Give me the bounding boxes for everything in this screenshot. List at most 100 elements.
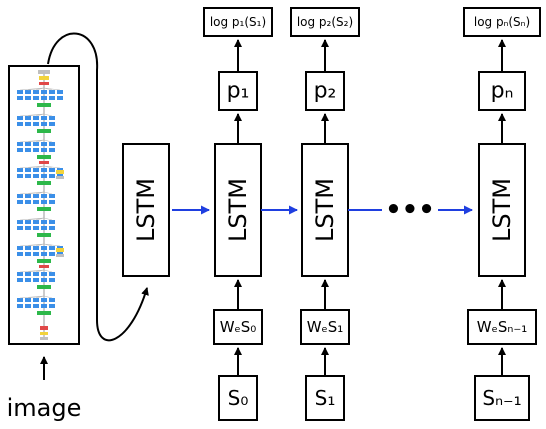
cnn-branch-block [17,304,23,308]
cnn-branch-block [49,122,55,126]
cnn-branch-block [25,304,31,308]
cnn-edge [35,191,45,195]
lstm-box [122,143,170,277]
cnn-branch-block [41,90,47,94]
cnn-fc-block [40,332,48,335]
cnn-edge [27,243,45,247]
cnn-branch-block [17,174,23,178]
cnn-edge [35,243,45,247]
cnn-branch-block [33,278,39,282]
cnn-branch-block [25,220,31,224]
embedding-box [467,309,537,345]
cnn-branch-block [33,220,39,224]
cnn-branch-block [57,96,63,100]
word-box [474,375,530,421]
cnn-conv-block [39,76,49,80]
cnn-branch-block [41,148,47,152]
cnn-branch-block [41,226,47,230]
cnn-branch-block [25,194,31,198]
cnn-branch-block [49,116,55,120]
cnn-branch-block [17,278,23,282]
cnn-branch-block [41,96,47,100]
cnn-branch-block [49,252,55,256]
cnn-edge [35,165,45,169]
cnn-branch-block [49,246,55,250]
cnn-branch-block [49,174,55,178]
cnn-edge [43,269,53,273]
cnn-input-block [38,70,50,74]
cnn-branch-block [25,298,31,302]
cnn-branch-block [17,96,23,100]
cnn-edge [43,217,53,221]
cnn-concat-block [37,233,51,237]
cnn-branch-block [49,194,55,198]
lstm-label: LSTM [132,178,160,242]
cnn-branch-block [41,278,47,282]
cnn-pool-block [39,265,49,268]
cnn-branch-block [33,252,39,256]
cnn-edge [35,269,45,273]
cnn-pool-block [39,161,49,164]
cnn-branch-block [17,220,23,224]
cnn-branch-block [49,220,55,224]
lstm-label: LSTM [224,178,252,242]
embedding-label: WₑS₁ [307,318,344,336]
embedding-label: WₑSₙ₋₁ [477,318,528,336]
cnn-branch-block [33,90,39,94]
cnn-branch-block [33,174,39,178]
cnn-concat-block [37,181,51,185]
cnn-branch-block [33,304,39,308]
cnn-image-panel [8,65,80,345]
lstm-box [478,143,526,277]
prob-box [305,71,345,111]
cnn-branch-block [41,220,47,224]
word-label: S₁ [315,386,336,410]
cnn-aux-block [56,170,64,174]
cnn-branch-block [17,200,23,204]
cnn-branch-block [17,148,23,152]
cnn-branch-block [17,226,23,230]
cnn-concat-block [37,207,51,211]
cnn-branch-block [41,304,47,308]
cnn-branch-block [25,200,31,204]
cnn-branch-block [41,246,47,250]
cnn-branch-block [49,272,55,276]
cnn-branch-block [33,272,39,276]
cnn-pool-block [40,326,48,330]
logp-box [203,7,273,37]
cnn-concat-block [37,311,51,315]
cnn-branch-block [33,168,39,172]
cnn-concat-block [37,155,51,159]
cnn-branch-block [25,168,31,172]
prob-box [478,71,526,111]
cnn-edge [27,113,45,117]
cnn-branch-block [49,226,55,230]
cnn-output-block [40,337,48,340]
word-box [305,375,345,421]
cnn-branch-block [33,148,39,152]
cnn-branch-block [25,148,31,152]
cnn-branch-block [17,298,23,302]
cnn-branch-block [41,174,47,178]
cnn-pool-block [39,82,49,85]
cnn-branch-block [17,168,23,172]
cnn-branch-block [33,226,39,230]
cnn-architecture-graphic [17,70,64,340]
cnn-branch-block [17,252,23,256]
logp-label: log pₙ(Sₙ) [474,15,530,29]
cnn-branch-block [17,116,23,120]
cnn-edge [27,139,45,143]
cnn-edge [43,87,61,91]
cnn-branch-block [17,272,23,276]
cnn-edge [35,295,45,299]
cnn-branch-block [25,96,31,100]
cnn-to-lstm-connector [47,32,149,342]
lstm-label: LSTM [311,178,339,242]
cnn-concat-block [37,285,51,289]
prob-label: pₙ [491,79,514,104]
cnn-edge [27,269,45,273]
cnn-concat-block [37,259,51,263]
cnn-branch-block [33,194,39,198]
